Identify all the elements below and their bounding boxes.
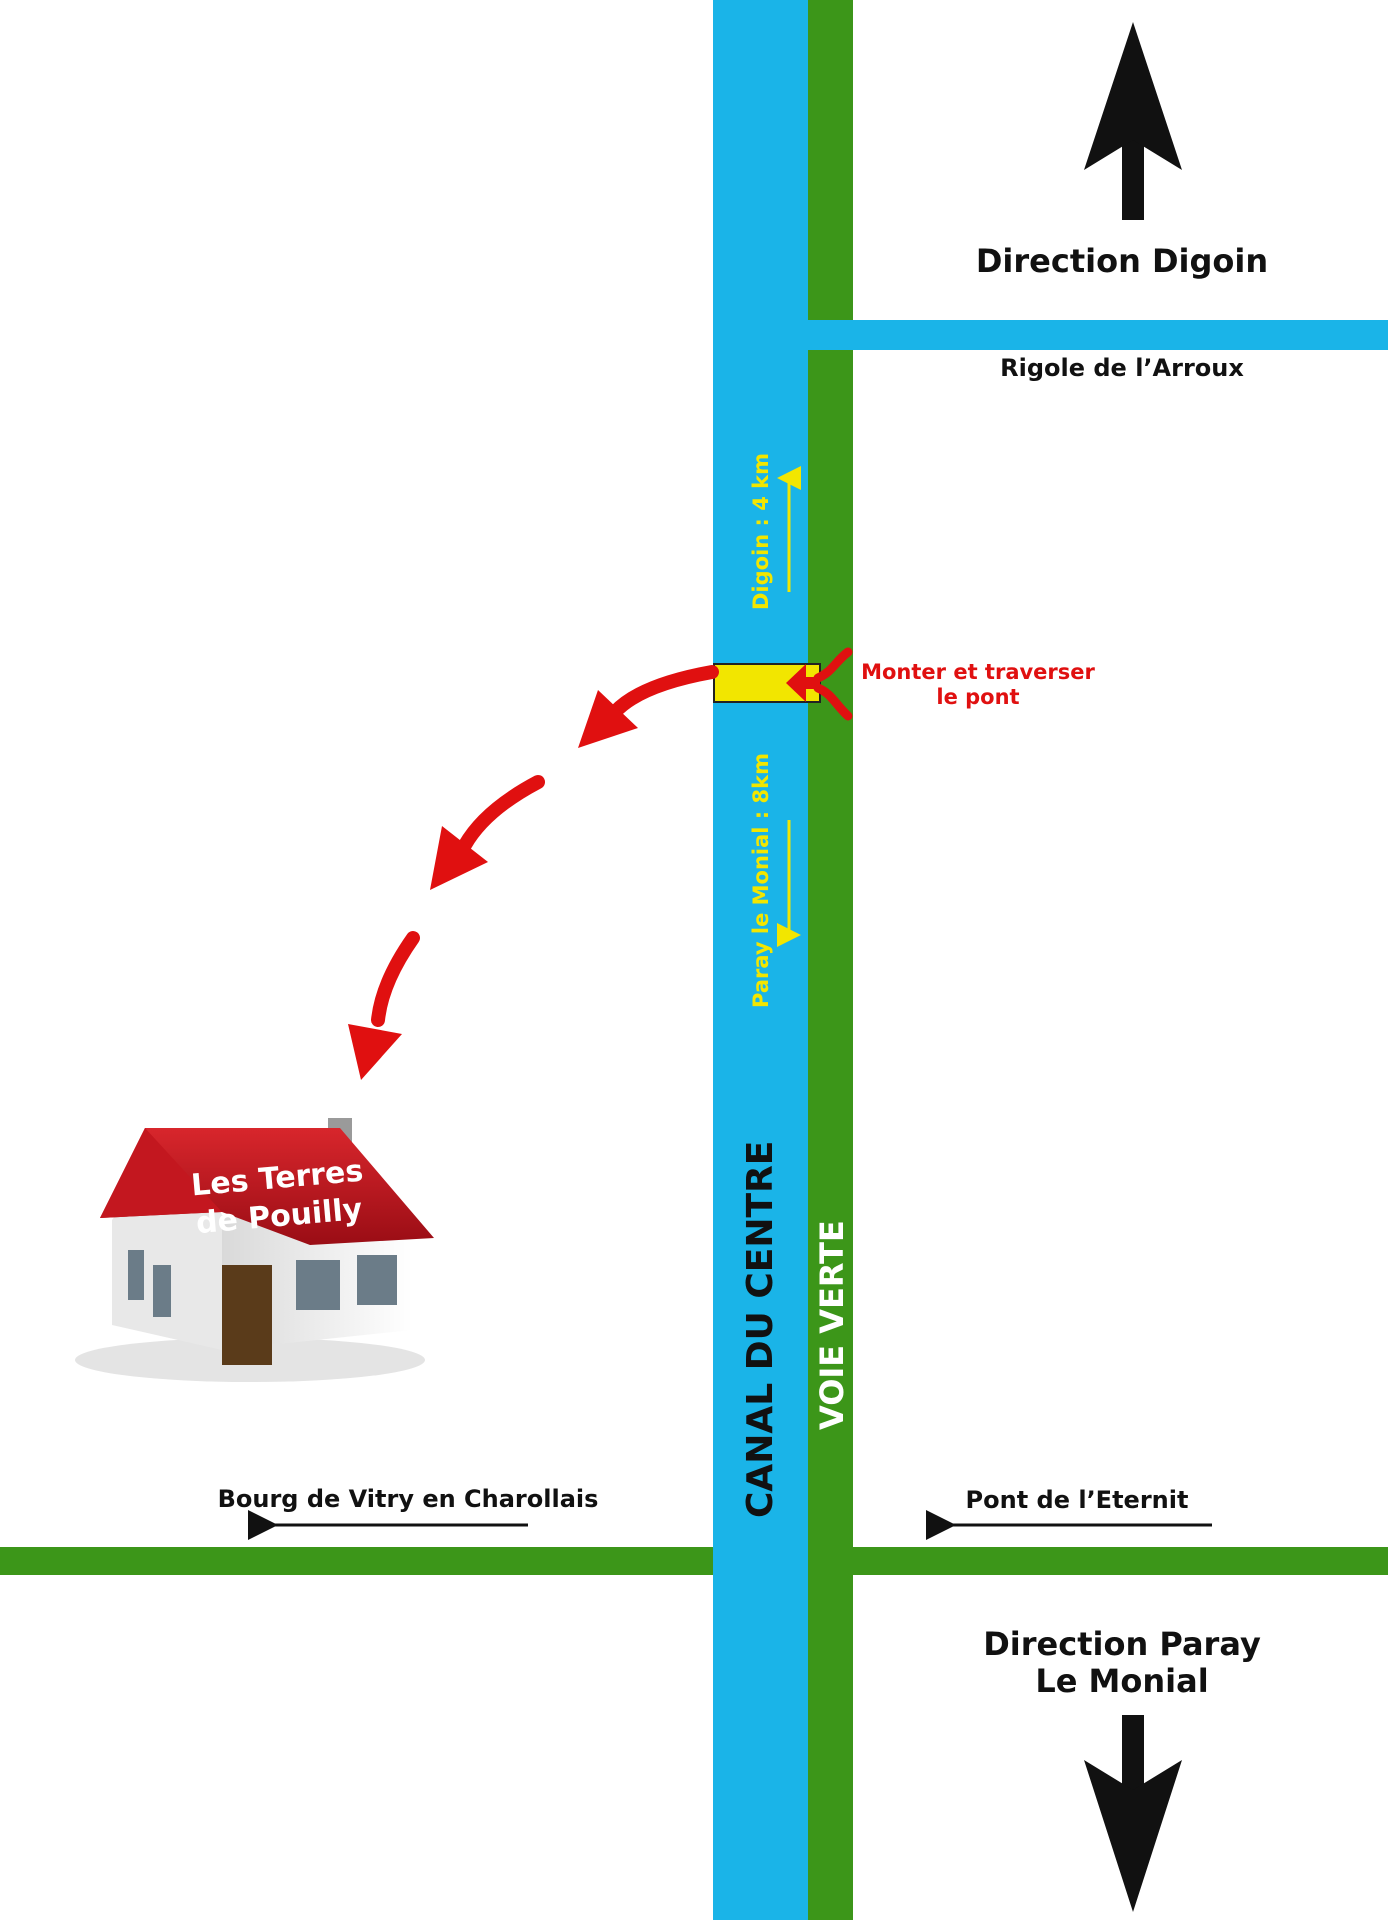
direction-south-label-2: Le Monial bbox=[1035, 1662, 1208, 1700]
voie-verte-path bbox=[808, 0, 853, 320]
curved-arrow-icon-3 bbox=[348, 931, 420, 1080]
voie-verte-path-south bbox=[808, 350, 853, 1920]
bridge-access-arrow bbox=[786, 647, 853, 721]
rigole-channel bbox=[808, 320, 1388, 350]
bourg-label: Bourg de Vitry en Charollais bbox=[218, 1485, 599, 1513]
road-horizontal-right bbox=[808, 1547, 1388, 1575]
curved-arrow-icon-2 bbox=[430, 775, 545, 890]
canal-label: CANAL DU CENTRE bbox=[740, 1141, 781, 1518]
pont-eternit-label: Pont de l’Eternit bbox=[966, 1486, 1189, 1514]
arrow-up-icon bbox=[1084, 22, 1182, 220]
house-icon: Les Terres de Pouilly bbox=[75, 1118, 434, 1382]
road-horizontal-left bbox=[0, 1547, 713, 1575]
direction-north-label: Direction Digoin bbox=[976, 242, 1268, 280]
bridge-instruction-2: le pont bbox=[936, 685, 1019, 709]
digoin-distance-label: Digoin : 4 km bbox=[749, 453, 773, 610]
canal-du-centre bbox=[713, 0, 808, 1920]
bridge-instruction: Monter et traverser bbox=[861, 660, 1095, 684]
arrow-down-icon bbox=[1084, 1715, 1182, 1912]
direction-south-label: Direction Paray bbox=[983, 1625, 1261, 1663]
voie-verte-label: VOIE VERTE bbox=[813, 1220, 851, 1430]
curved-arrow-icon bbox=[578, 665, 719, 748]
paray-distance-label: Paray le Monial : 8km bbox=[749, 753, 773, 1008]
rigole-label: Rigole de l’Arroux bbox=[1000, 354, 1244, 382]
